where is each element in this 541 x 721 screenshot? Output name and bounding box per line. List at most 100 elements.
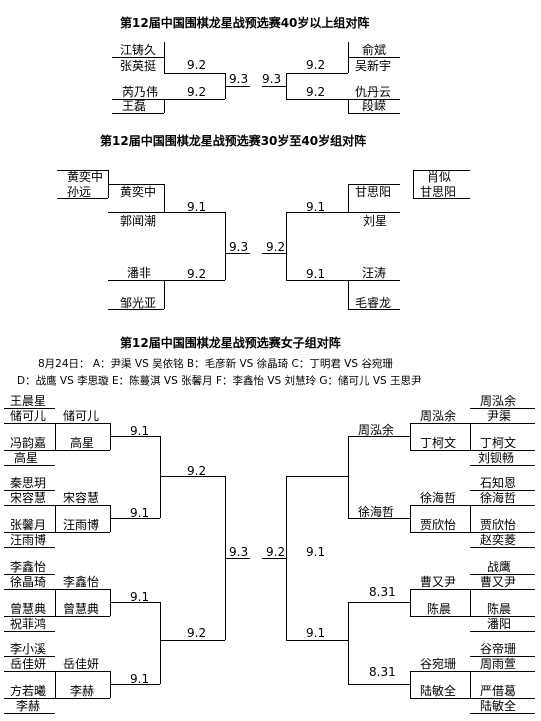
bracket-line: [112, 57, 164, 58]
match-date: 9.2: [306, 58, 326, 72]
bracket-line: [160, 436, 161, 518]
bracket-line: [4, 631, 55, 632]
bracket-line: [410, 671, 470, 672]
bracket-line: [348, 113, 400, 114]
player-name: 秦思玥: [10, 476, 47, 490]
player-name: 丁柯文: [420, 436, 457, 450]
bracket-line: [4, 589, 55, 590]
player-name: 徐海哲: [420, 491, 457, 505]
bracket-line: [57, 170, 108, 171]
player-name: 祝菲鸿: [10, 617, 47, 631]
match-date: 9.1: [306, 626, 326, 640]
bracket-line: [470, 698, 535, 699]
match-date: 9.1: [306, 267, 326, 281]
player-name: 陆敏全: [480, 699, 517, 713]
section-3-title: 第12届中国围棋龙星战预选赛女子组对阵: [120, 336, 341, 350]
match-date: 9.1: [130, 672, 150, 686]
bracket-line: [55, 423, 110, 424]
bracket-line: [110, 602, 160, 603]
player-name: 俞斌: [362, 43, 387, 57]
bracket-line: [410, 532, 470, 533]
match-date: 9.3: [229, 545, 249, 559]
player-name: 谷帝珊: [480, 642, 517, 656]
bracket-line: [286, 280, 348, 281]
bracket-line: [286, 640, 348, 641]
bracket-line: [4, 465, 55, 466]
player-name: 甘思阳: [355, 185, 392, 199]
player-name: 李赫: [70, 684, 95, 698]
player-name: 方若曦: [10, 684, 47, 698]
bracket-line: [348, 99, 349, 113]
player-name: 储可儿: [63, 409, 100, 423]
bracket-line: [410, 616, 470, 617]
bracket-line: [348, 436, 349, 518]
section-2-title: 第12届中国围棋龙星战预选赛30岁至40岁组对阵: [100, 134, 367, 148]
bracket-line: [470, 589, 535, 590]
bracket-line: [55, 698, 110, 699]
bracket-line: [4, 423, 55, 424]
player-name: 曹又尹: [480, 575, 517, 589]
bracket-line: [225, 253, 250, 254]
player-name: 冯韵嘉: [10, 436, 47, 450]
match-date: 9.2: [266, 545, 286, 559]
player-name: 李小溪: [10, 642, 47, 656]
match-date: 9.1: [306, 200, 326, 214]
bracket-line: [348, 99, 400, 100]
bracket-line: [413, 170, 470, 171]
player-name: 高星: [70, 436, 95, 450]
player-name: 严借葛: [480, 684, 517, 698]
bracket-line: [4, 616, 55, 617]
bracket-line: [108, 280, 164, 281]
player-name: 李鑫怡: [63, 575, 100, 589]
player-name: 丁柯文: [480, 436, 517, 450]
bracket-line: [410, 505, 411, 532]
bracket-line: [57, 198, 108, 199]
bracket-line: [286, 476, 287, 640]
bracket-line: [413, 170, 414, 198]
bracket-line: [160, 476, 225, 477]
player-name: 石知恩: [480, 476, 517, 490]
player-name: 周泓余: [480, 394, 517, 408]
bracket-line: [470, 656, 535, 657]
bracket-line: [164, 99, 165, 113]
bracket-line: [410, 589, 411, 616]
player-name: 潘非: [127, 266, 152, 280]
bracket-line: [286, 73, 348, 74]
bracket-line: [348, 518, 410, 519]
player-name: 周泓余: [420, 409, 457, 423]
match-date: 9.1: [306, 545, 326, 559]
bracket-line: [348, 184, 349, 212]
bracket-line: [413, 198, 470, 199]
player-name: 张馨月: [10, 518, 47, 532]
player-name: 汪雨博: [63, 518, 100, 532]
match-date: 9.3: [229, 240, 249, 254]
bracket-line: [4, 547, 55, 548]
player-name: 宋容慧: [10, 491, 47, 505]
player-name: 贾欣怡: [420, 518, 457, 532]
match-date: 9.1: [187, 200, 207, 214]
bracket-line: [4, 408, 55, 409]
bracket-line: [108, 184, 164, 185]
player-name: 潘阳: [487, 617, 512, 631]
bracket-line: [286, 212, 287, 280]
bracket-line: [108, 212, 164, 213]
player-name: 刘钡畅: [478, 451, 515, 465]
bracket-line: [470, 423, 471, 450]
bracket-line: [4, 698, 55, 699]
player-name: 王磊: [122, 99, 147, 113]
bracket-line: [470, 505, 535, 506]
match-date: 9.3: [229, 72, 249, 86]
player-name: 周泓余: [358, 423, 395, 437]
player-name: 甘思阳: [420, 185, 457, 199]
player-name: 黄奕中: [120, 185, 157, 199]
bracket-line: [55, 671, 110, 672]
player-name: 徐海哲: [480, 491, 517, 505]
bracket-line: [160, 602, 161, 684]
bracket-line: [470, 671, 471, 698]
player-name: 仇丹云: [355, 85, 392, 99]
player-name: 战鹰: [487, 560, 512, 574]
match-date: 9.1: [130, 424, 150, 438]
player-name: 陆敏全: [420, 684, 457, 698]
bracket-line: [225, 558, 250, 559]
